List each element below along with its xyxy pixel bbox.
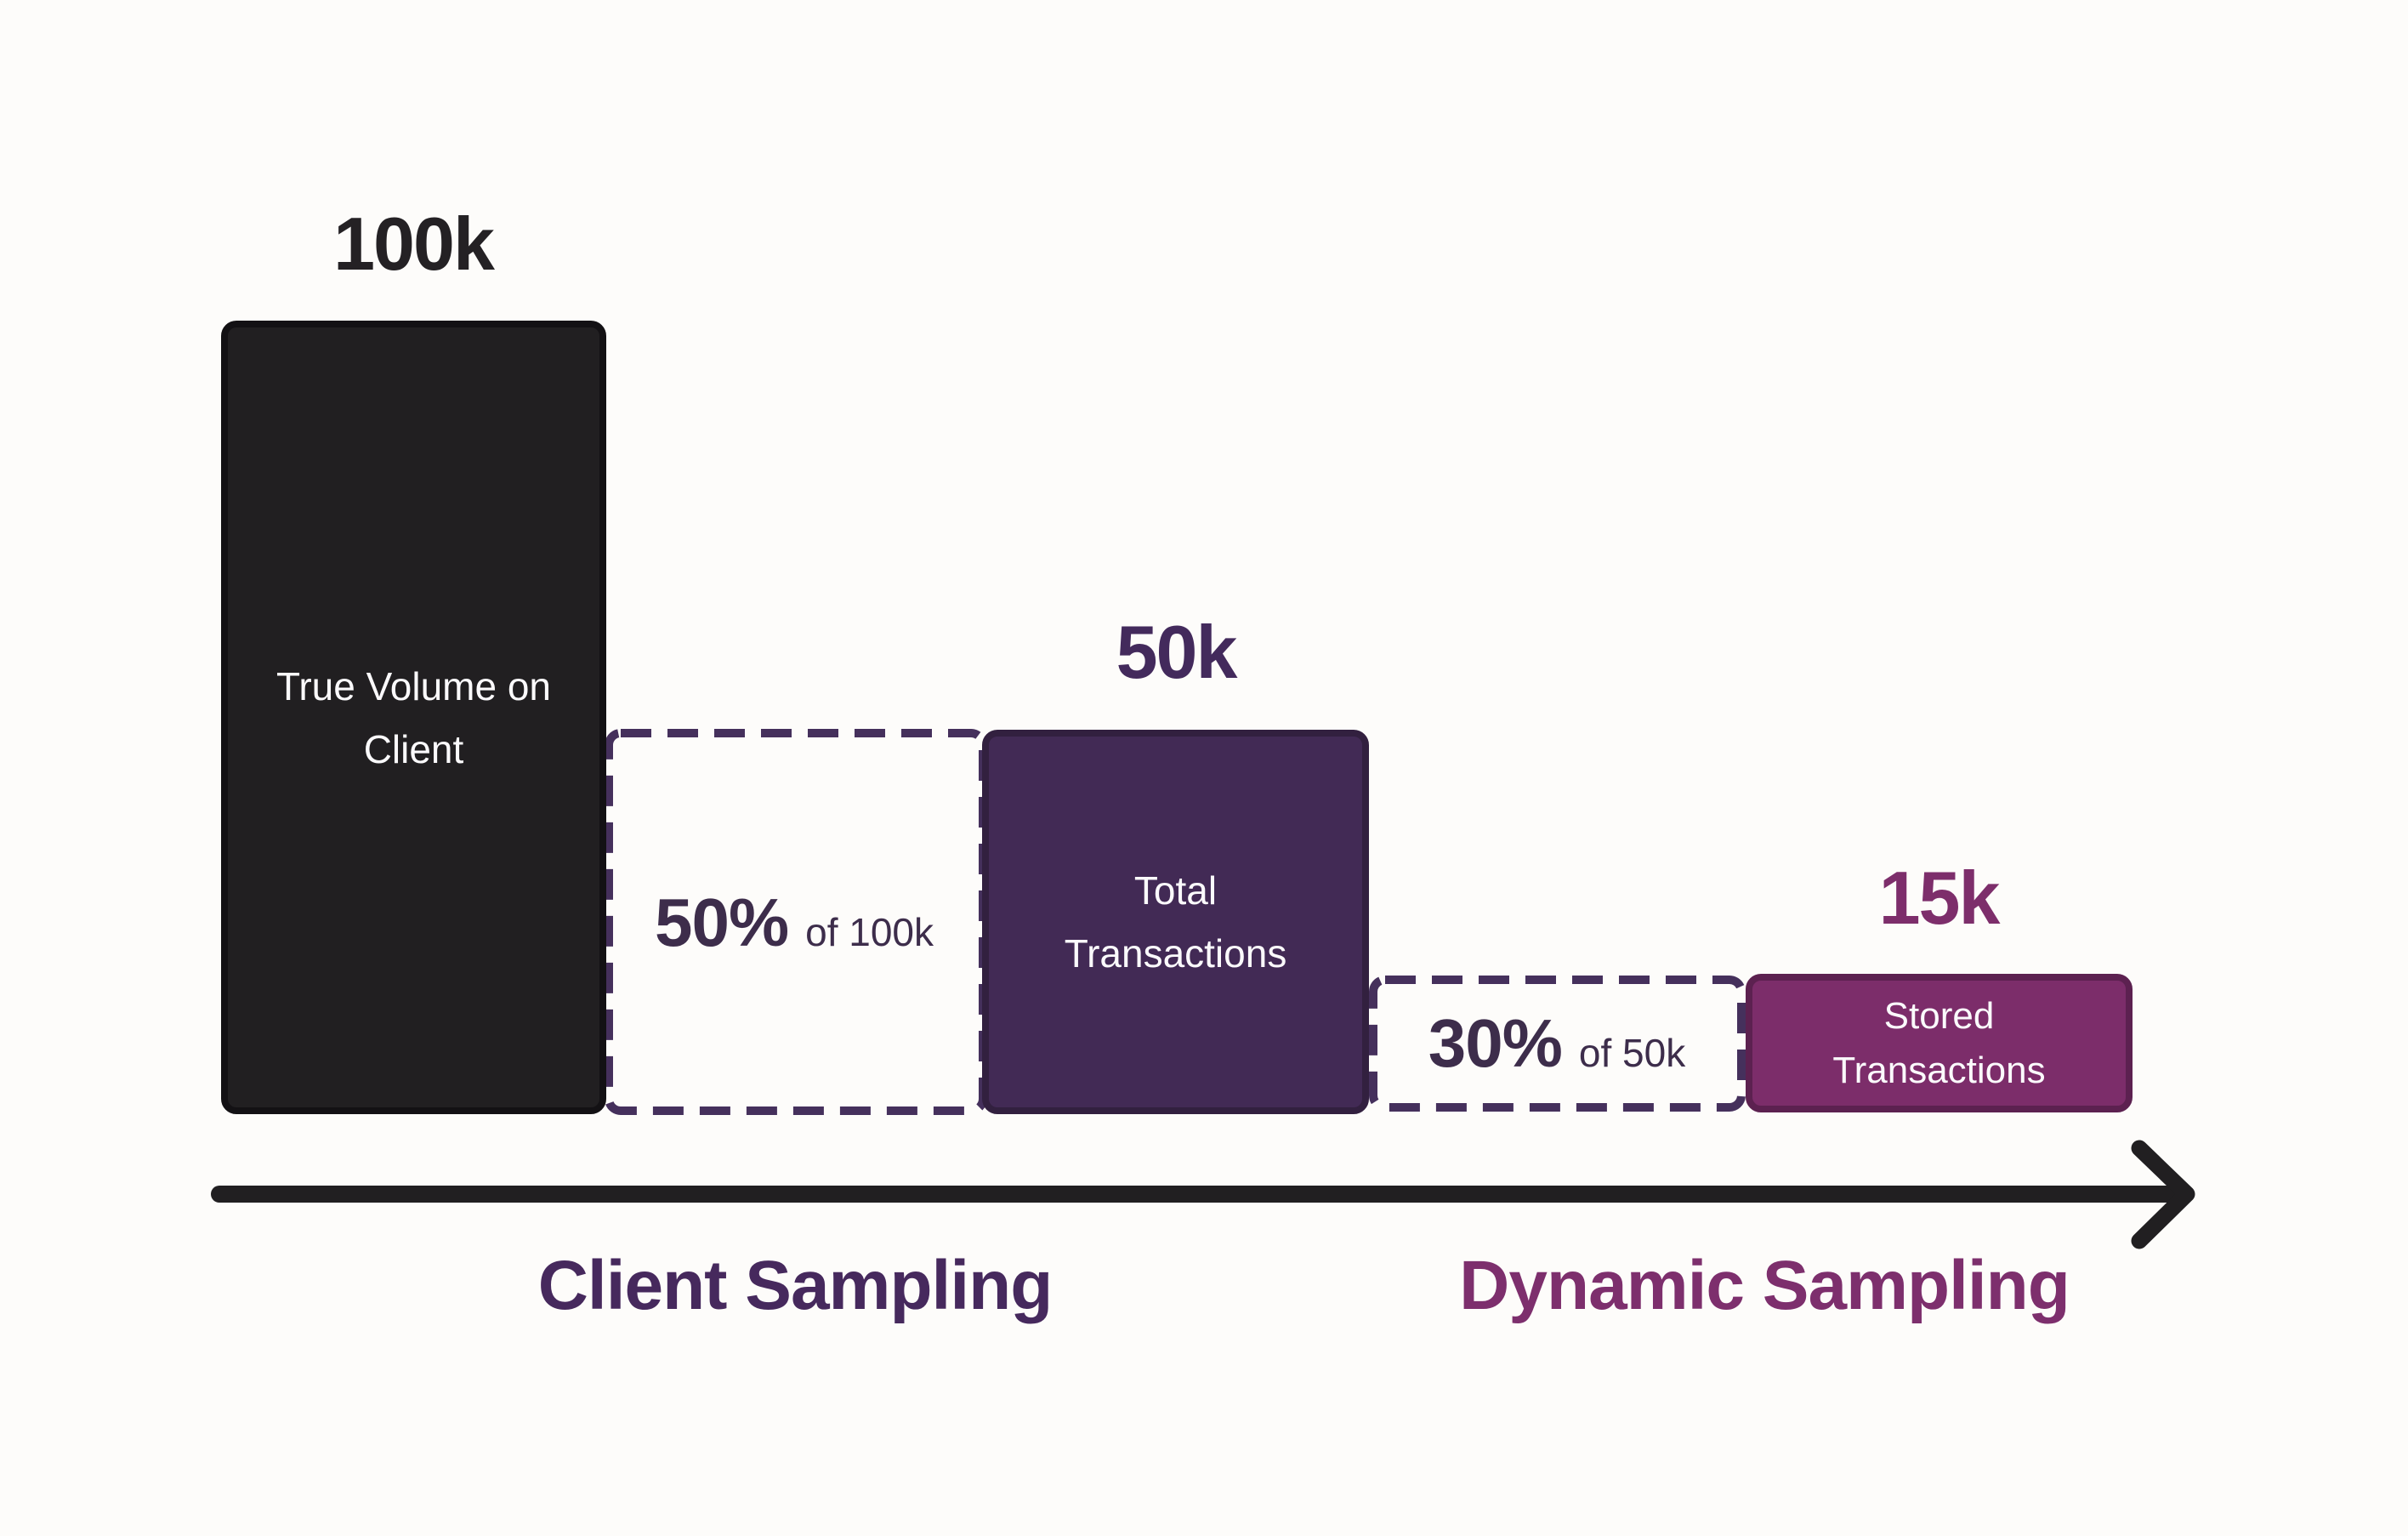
dynamic-sampling-dashed-box [1369,976,1746,1112]
value-label-total-transactions: 50k [1116,610,1238,694]
bar-label-line: Transactions [1064,931,1287,976]
percent-of-label: of 50k [1578,1031,1686,1075]
dynamic-sampling-percent: 30% of 50k [1428,1010,1685,1078]
total-transactions-bar: Total Transactions [982,730,1369,1114]
client-sampling-percent: 50% of 100k [655,889,934,957]
timeline-arrow [211,1140,2195,1249]
dynamic-sampling-label: Dynamic Sampling [1459,1247,2070,1324]
value-label-true-volume: 100k [333,202,495,286]
percent-value: 30% [1428,1005,1563,1081]
timeline-arrowhead-icon [2131,1140,2195,1249]
client-sampling-dashed-box [605,729,987,1115]
bar-label-line: Total [1133,868,1218,913]
bar-label-line: True Volume on [275,663,552,708]
client-sampling-label: Client Sampling [537,1247,1054,1324]
bar-label-line: Stored [1883,994,1995,1037]
bar-label-line: Client [363,726,464,771]
percent-value: 50% [654,885,789,960]
bar-label-line: Transactions [1832,1049,2046,1091]
true-volume-bar: True Volume on Client [221,321,606,1114]
percent-of-label: of 100k [805,910,934,954]
value-label-stored-transactions: 15k [1878,856,2001,940]
stored-transactions-bar: Stored Transactions [1746,974,2133,1112]
